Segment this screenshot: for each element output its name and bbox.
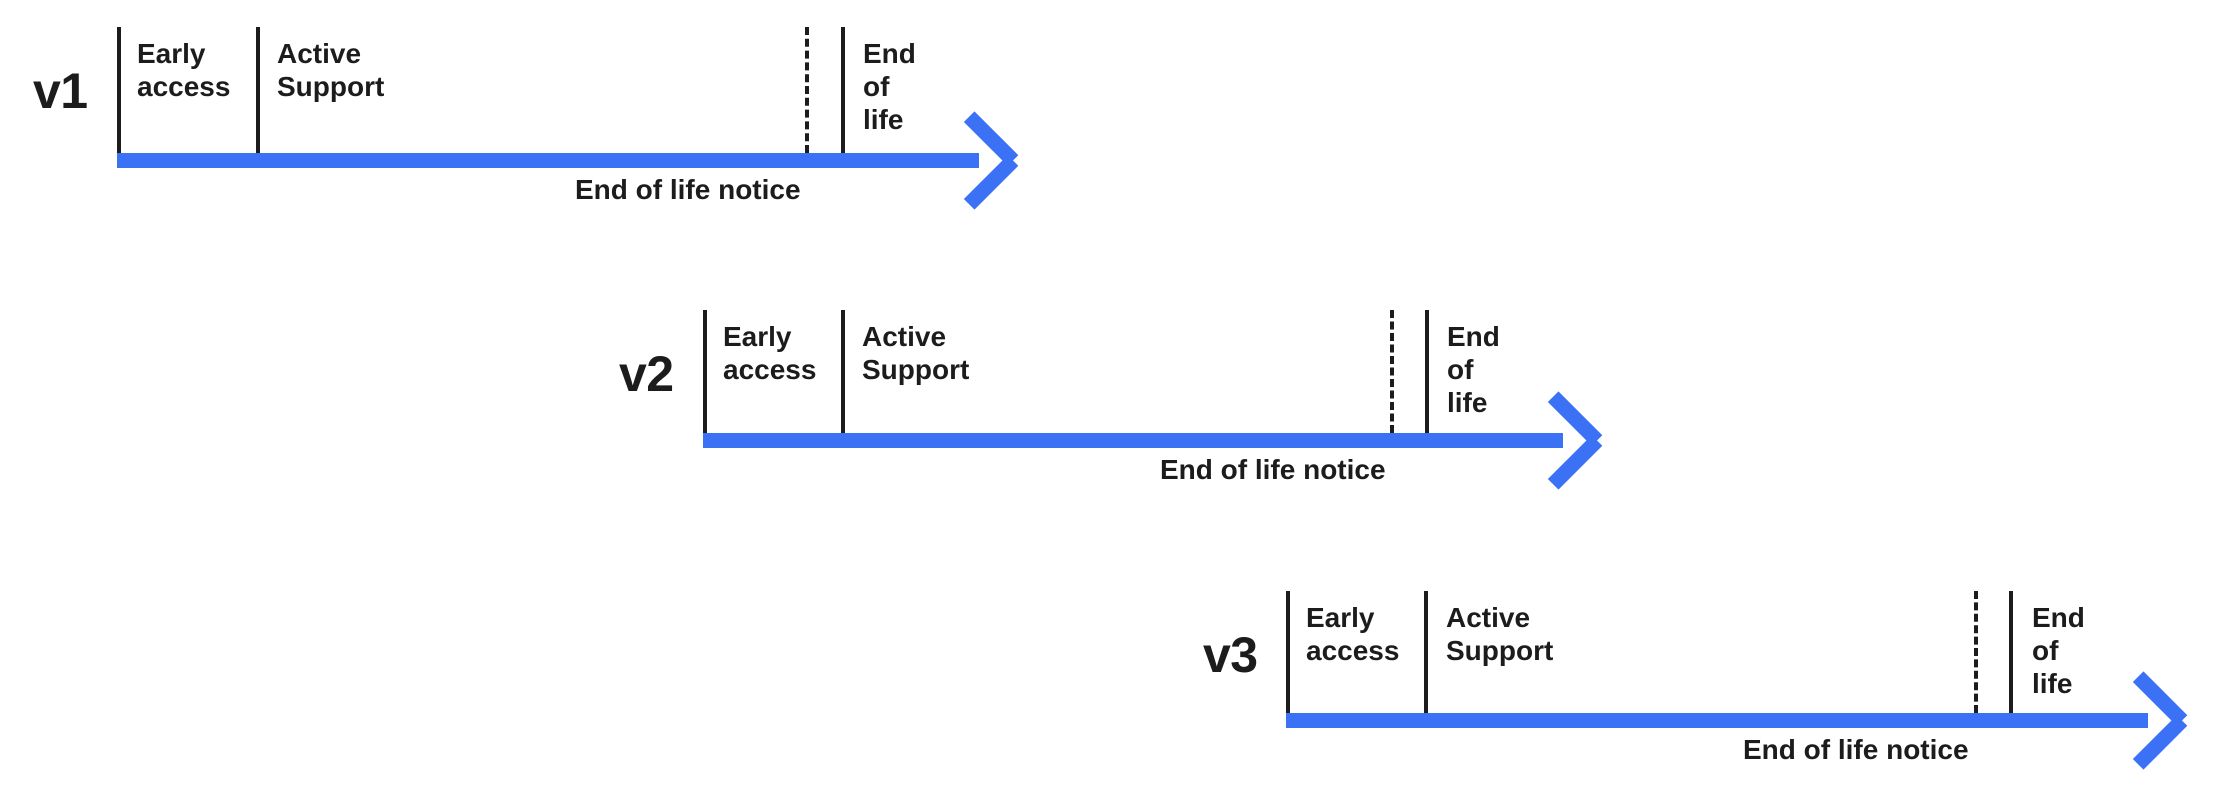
- timeline-bar-v1: [117, 153, 979, 168]
- phase-label-early-access-v1: Early access: [137, 38, 231, 102]
- phase-divider-end-of-life-start-v2: [1425, 310, 1429, 433]
- phase-divider-end-of-life-start-v3: [2009, 591, 2013, 713]
- version-label-v1: v1: [33, 63, 88, 119]
- phase-label-early-access-v3: Early access: [1306, 602, 1400, 666]
- phase-label-active-support-v1: Active Support: [277, 38, 385, 102]
- phase-label-early-access-v2: Early access: [723, 321, 817, 385]
- phase-divider-end-of-life-start-v1: [841, 27, 845, 153]
- phase-divider-early-access-start-v1: [117, 27, 121, 153]
- phase-divider-end-of-life-notice-v1: [805, 27, 809, 153]
- notice-label-v2: End of life notice: [1160, 454, 1386, 485]
- timeline-bar-v3: [1286, 713, 2148, 728]
- notice-label-v1: End of life notice: [575, 174, 801, 205]
- phase-divider-active-support-start-v1: [256, 27, 260, 153]
- phase-divider-early-access-start-v3: [1286, 591, 1290, 713]
- notice-label-v3: End of life notice: [1743, 734, 1969, 765]
- timeline-bar-v2: [703, 433, 1563, 448]
- phase-divider-active-support-start-v2: [841, 310, 845, 433]
- phase-divider-early-access-start-v2: [703, 310, 707, 433]
- version-label-v3: v3: [1203, 627, 1258, 683]
- phase-divider-end-of-life-notice-v3: [1974, 591, 1978, 713]
- version-label-v2: v2: [619, 346, 674, 402]
- phase-divider-active-support-start-v3: [1424, 591, 1428, 713]
- phase-divider-end-of-life-notice-v2: [1390, 310, 1394, 433]
- phase-label-end-of-life-v1: End of life: [863, 38, 916, 135]
- phase-label-end-of-life-v3: End of life: [2032, 602, 2085, 699]
- phase-label-active-support-v3: Active Support: [1446, 602, 1554, 666]
- phase-label-end-of-life-v2: End of life: [1447, 321, 1500, 418]
- phase-label-active-support-v2: Active Support: [862, 321, 970, 385]
